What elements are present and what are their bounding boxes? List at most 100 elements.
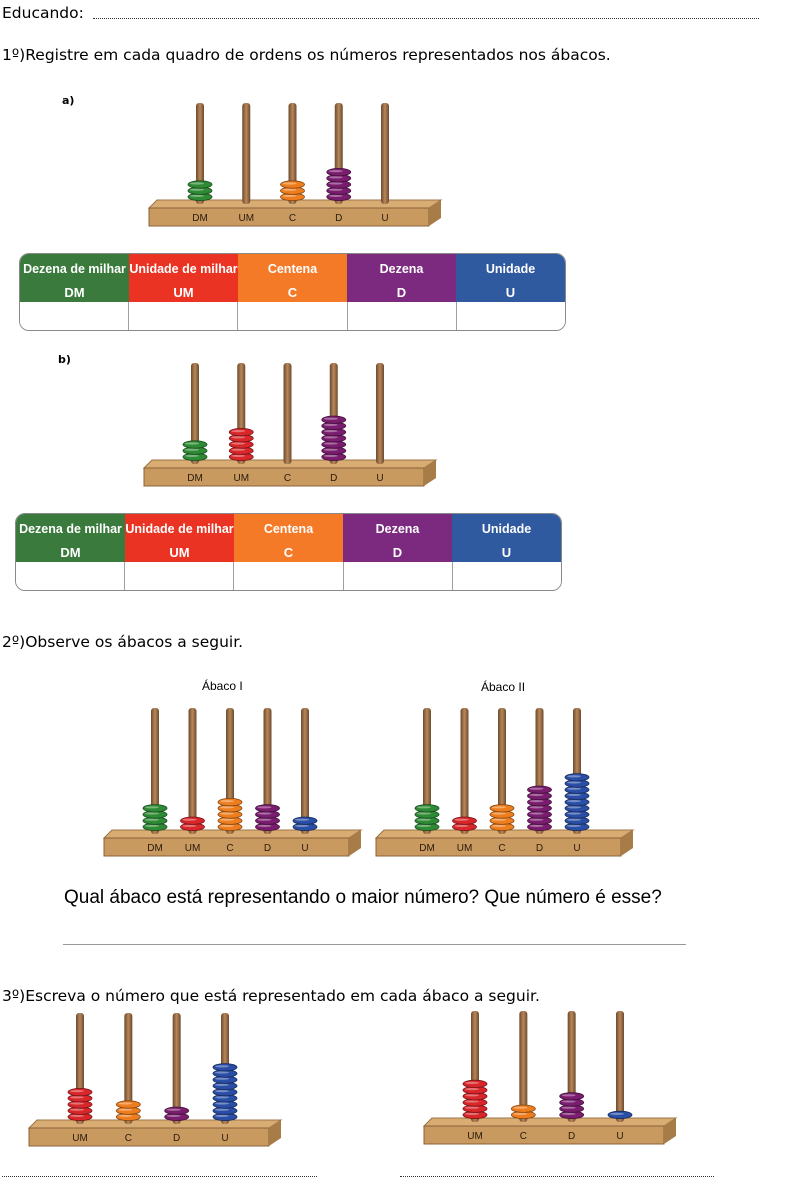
- abacus-place-label: DM: [187, 473, 203, 484]
- header-um: Unidade de milhar: [129, 254, 238, 284]
- abacus-rod: [242, 103, 251, 204]
- abacus-bead: [164, 1106, 190, 1115]
- q1-item-b-label: b): [58, 353, 71, 366]
- abbr-c: C: [238, 284, 347, 302]
- abacus-rod: [519, 1011, 528, 1122]
- abacus-place-label: UM: [233, 473, 249, 484]
- header-dm: Dezena de milhar: [16, 514, 125, 544]
- abacus-rod: [301, 708, 309, 834]
- q3-answer-line-2[interactable]: [400, 1175, 714, 1177]
- answer-cell-u[interactable]: [452, 562, 561, 590]
- answer-cell-c[interactable]: [238, 302, 348, 330]
- q2-answer-line[interactable]: [63, 944, 686, 945]
- q2-question: Qual ábaco está representando o maior nú…: [64, 887, 662, 908]
- answer-cell-um[interactable]: [125, 562, 235, 590]
- educando-label: Educando:: [2, 4, 84, 22]
- abacus-bead: [462, 1079, 488, 1089]
- abacus-rod: [196, 103, 204, 204]
- answer-cell-um[interactable]: [129, 302, 239, 330]
- abbr-um: UM: [125, 544, 234, 562]
- answer-cell-d[interactable]: [343, 562, 453, 590]
- abacus-place-label: D: [536, 843, 543, 854]
- abacus-bead: [280, 180, 305, 189]
- abacus-place-label: C: [498, 843, 505, 854]
- abacus-place-label: C: [125, 1133, 132, 1144]
- abacus-place-label: U: [376, 473, 383, 484]
- q1-order-table-a: Dezena de milhar Unidade de milhar Cente…: [19, 253, 566, 331]
- abacus-bead: [142, 804, 168, 813]
- abacus-place-label: U: [301, 843, 308, 854]
- abacus-rod: [376, 363, 384, 464]
- abacus-rod: [288, 103, 297, 204]
- abacus-bead: [115, 1100, 141, 1109]
- answer-cell-dm[interactable]: [16, 562, 126, 590]
- abbr-d: D: [343, 544, 452, 562]
- abacus-bead: [564, 773, 590, 782]
- abacus-rod: [460, 708, 469, 834]
- q3-prompt: 3º)Escreva o número que está representad…: [2, 987, 540, 1005]
- abacus-2-title: Ábaco II: [481, 680, 526, 694]
- header-d: Dezena: [347, 254, 456, 284]
- abacus-rod: [172, 1013, 181, 1124]
- abacus-place-label: D: [330, 473, 337, 484]
- header-c: Centena: [238, 254, 347, 284]
- abacus-bead: [559, 1092, 585, 1101]
- abacus-rod: [423, 708, 431, 834]
- q2-prompt: 2º)Observe os ábacos a seguir.: [2, 633, 244, 651]
- abacus-rod: [283, 363, 292, 464]
- abbr-c: C: [234, 544, 343, 562]
- abacus-place-label: U: [221, 1133, 228, 1144]
- answer-cell-c[interactable]: [234, 562, 344, 590]
- abacus-place-label: C: [226, 843, 233, 854]
- abacus-rod: [151, 708, 159, 834]
- abacus-rod: [616, 1011, 624, 1122]
- abacus-place-label: U: [616, 1131, 623, 1142]
- abacus-place-label: UM: [72, 1133, 88, 1144]
- answer-cell-u[interactable]: [456, 302, 565, 330]
- abacus-bead: [217, 798, 243, 807]
- abacus-rod: [381, 103, 389, 204]
- q1-item-a-label: a): [62, 94, 75, 107]
- abacus-bead: [489, 804, 515, 813]
- abacus-bead: [326, 168, 352, 177]
- abacus-place-label: D: [568, 1131, 575, 1142]
- abacus-bead: [452, 816, 477, 825]
- abacus-base: [28, 1127, 270, 1147]
- abacus-base: [423, 1125, 665, 1145]
- abacus-bead: [180, 816, 205, 825]
- abbr-u: U: [456, 284, 565, 302]
- abacus-place-label: UM: [467, 1131, 483, 1142]
- educando-name-line[interactable]: [93, 17, 759, 19]
- q1-prompt: 1º)Registre em cada quadro de ordens os …: [2, 46, 611, 64]
- abbr-um: UM: [129, 284, 238, 302]
- abacus-place-label: C: [520, 1131, 527, 1142]
- abacus-bead: [187, 180, 213, 189]
- abacus-1-title: Ábaco I: [202, 679, 243, 693]
- abacus-place-label: DM: [419, 843, 435, 854]
- abacus-bead: [228, 428, 254, 437]
- abacus-base-top: [27, 1119, 283, 1129]
- abacus-place-label: U: [381, 213, 388, 224]
- header-u: Unidade: [452, 514, 561, 544]
- abacus-rod: [191, 363, 199, 464]
- abacus-bead: [414, 804, 440, 813]
- abacus-base-top: [422, 1117, 678, 1127]
- abacus-bead: [255, 804, 280, 813]
- q1-order-table-b: Dezena de milhar Unidade de milhar Cente…: [15, 513, 562, 591]
- abbr-dm: DM: [16, 544, 125, 562]
- abacus-place-label: C: [284, 473, 291, 484]
- answer-cell-dm[interactable]: [20, 302, 130, 330]
- abacus-place-label: UM: [457, 843, 473, 854]
- abacus-place-label: C: [289, 213, 296, 224]
- header-c: Centena: [234, 514, 343, 544]
- abacus-rod: [124, 1013, 133, 1124]
- abacus-bead: [292, 816, 318, 825]
- answer-cell-d[interactable]: [347, 302, 457, 330]
- abbr-u: U: [452, 544, 561, 562]
- q3-answer-line-1[interactable]: [2, 1175, 317, 1177]
- abacus-bead: [212, 1063, 238, 1072]
